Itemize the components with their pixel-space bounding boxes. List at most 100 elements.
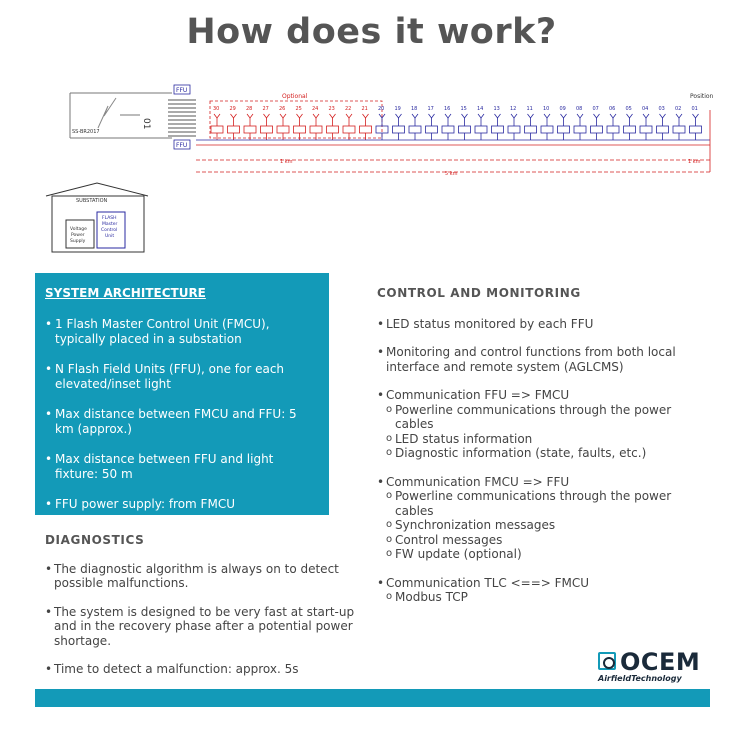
lamp-icon — [329, 113, 336, 119]
lamp-icon — [477, 113, 485, 119]
lamp-position-label: 13 — [494, 106, 500, 112]
lamp-position-label: 14 — [477, 106, 483, 112]
ffu-unit-box — [309, 125, 323, 134]
lamp-icon — [213, 113, 221, 119]
lamp-icon — [626, 113, 633, 119]
architecture-item: 1 Flash Master Control Unit (FMCU), typi… — [45, 317, 319, 347]
svg-text:01: 01 — [141, 118, 151, 129]
lamp-icon — [675, 113, 683, 119]
lamp-position-label: 05 — [626, 106, 632, 112]
lamp-position-label: 22 — [345, 106, 351, 112]
architecture-list: 1 Flash Master Control Unit (FMCU), typi… — [45, 317, 319, 512]
svg-text:1 km: 1 km — [688, 159, 701, 165]
lamp-position-label: 21 — [362, 106, 368, 112]
lamp-position-label: 04 — [642, 106, 648, 112]
ffu-unit-box — [491, 125, 504, 134]
lamp-position-label: 11 — [527, 106, 533, 112]
optional-region — [209, 100, 383, 139]
lamp-icon — [692, 113, 699, 119]
lamp-icon — [246, 113, 254, 119]
lamp-icon — [642, 113, 650, 119]
lamp-icon — [362, 113, 369, 119]
lamp-position-label: 19 — [395, 106, 401, 112]
lamp-icon — [527, 113, 534, 119]
lamp-position-label: 10 — [543, 106, 549, 112]
cables — [196, 110, 711, 173]
ffu-unit-box — [656, 125, 669, 134]
ffu-unit-box — [507, 125, 521, 134]
ffu-unit-box — [623, 125, 636, 134]
lamp-icon — [609, 113, 617, 119]
ffu-unit-box — [276, 125, 290, 134]
lamp-icon — [230, 113, 237, 119]
footer-bar — [35, 689, 710, 707]
ffu-unit-box — [408, 125, 422, 134]
ffu-unit-box — [540, 125, 554, 134]
lamp-position-label: 09 — [560, 106, 566, 112]
ffu-unit-box — [375, 125, 389, 134]
page-title: How does it work? — [186, 12, 557, 52]
bus-label: SS-BR2017 — [72, 129, 100, 135]
diagnostics-title: DIAGNOSTICS — [45, 533, 145, 547]
diagnostics-item: Time to detect a malfunction: approx. 5s — [45, 662, 355, 677]
lamp-icon — [593, 113, 600, 119]
ffu-unit-box — [524, 125, 537, 134]
ffu-unit-box — [260, 125, 273, 134]
lamp-icon — [560, 113, 567, 119]
runway-hatch — [168, 99, 196, 137]
lamp-icon — [510, 113, 518, 119]
control-subitem: FW update (optional) — [386, 547, 697, 562]
lamp-position-label: 18 — [411, 106, 417, 112]
lamp-icon — [345, 113, 353, 119]
ffu-unit-box — [590, 125, 603, 134]
ffu-unit-box — [573, 125, 587, 134]
lamp-icon — [494, 113, 501, 119]
control-item: Monitoring and control functions from bo… — [377, 345, 697, 374]
lamp-position-label: 23 — [329, 106, 335, 112]
architecture-item: Max distance between FFU and light fixtu… — [45, 452, 319, 482]
ffu-top-label: FFU — [176, 87, 187, 94]
ffu-unit-box — [243, 125, 257, 134]
lamp-position-label: 01 — [692, 106, 698, 112]
system-architecture-panel: SYSTEM ARCHITECTURE 1 Flash Master Contr… — [35, 273, 329, 515]
control-item: Communication FMCU => FFU Powerline comm… — [377, 475, 697, 562]
lamp-position-label: 29 — [230, 106, 236, 112]
control-subitem: Modbus TCP — [386, 590, 697, 605]
lamp-position-label: 12 — [510, 106, 516, 112]
architecture-item: FFU power supply: from FMCU — [45, 497, 319, 512]
position-label: Position — [690, 93, 714, 100]
ffu-unit-box — [672, 125, 686, 134]
ffu-unit-box — [293, 125, 306, 134]
lamp-icon — [461, 113, 468, 119]
ffu-unit-box — [326, 125, 339, 134]
ffu-unit-box — [210, 125, 224, 134]
lamp-icon — [428, 113, 435, 119]
lamp-position-label: 25 — [296, 106, 302, 112]
control-subitem: Control messages — [386, 533, 697, 548]
lamp-icon — [296, 113, 303, 119]
ffu-bottom-label: FFU — [176, 142, 187, 149]
control-item: LED status monitored by each FFU — [377, 317, 697, 332]
control-title: CONTROL AND MONITORING — [377, 286, 581, 300]
lamp-position-label: 03 — [659, 106, 665, 112]
diagnostics-list: The diagnostic algorithm is always on to… — [45, 562, 355, 677]
lamp-icon — [395, 113, 402, 119]
lamp-icon — [576, 113, 584, 119]
ffu-unit-box — [689, 125, 702, 134]
control-subitem: LED status information — [386, 432, 697, 447]
ffu-unit-box — [639, 125, 653, 134]
lamp-position-label: 26 — [279, 106, 285, 112]
control-subitem: Powerline communications through the pow… — [386, 403, 697, 432]
lamp-icon — [444, 113, 452, 119]
lamp-position-label: 02 — [675, 106, 681, 112]
entrance-lines — [69, 92, 172, 139]
lamp-position-label: 20 — [378, 106, 384, 112]
control-item: Communication TLC <==> FMCU Modbus TCP — [377, 576, 697, 605]
control-monitoring-section: CONTROL AND MONITORING LED status monito… — [377, 286, 697, 619]
lamp-position-label: 27 — [263, 106, 269, 112]
diagnostics-item: The system is designed to be very fast a… — [45, 605, 355, 649]
substation-label: SUBSTATION — [76, 198, 108, 204]
architecture-title: SYSTEM ARCHITECTURE — [45, 286, 206, 300]
lamp-icon — [312, 113, 320, 119]
